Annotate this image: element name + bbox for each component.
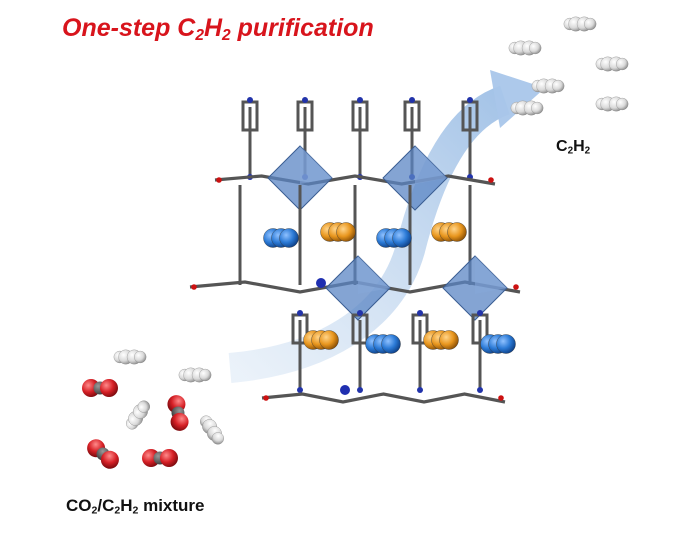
acetylene-molecule bbox=[510, 100, 544, 116]
ligand-column bbox=[411, 310, 429, 393]
adsorbed-molecule bbox=[320, 222, 356, 242]
nitrogen-atom bbox=[316, 278, 326, 288]
acetylene-molecule bbox=[178, 367, 212, 383]
acetylene-molecule bbox=[126, 400, 150, 430]
co2-molecule bbox=[142, 449, 178, 467]
adsorbed-molecule bbox=[263, 228, 299, 248]
ligand-column bbox=[351, 97, 369, 180]
metal-polyhedron bbox=[267, 145, 333, 211]
co2-molecule bbox=[167, 395, 189, 431]
mixture-label: CO2/C2H2 mixture bbox=[66, 496, 205, 517]
acetylene-molecule bbox=[200, 415, 224, 445]
linker-chain bbox=[261, 392, 506, 404]
acetylene-molecule bbox=[563, 16, 597, 32]
gas-mixture-molecules bbox=[82, 349, 224, 469]
adsorbed-molecule bbox=[431, 222, 467, 242]
metal-polyhedron bbox=[325, 255, 391, 321]
scheme-title: One-step C2H2 purification bbox=[62, 14, 374, 44]
metal-polyhedron bbox=[442, 255, 508, 321]
adsorbed-molecule bbox=[423, 330, 459, 350]
ligand-column bbox=[291, 310, 309, 393]
acetylene-label: C2H2 bbox=[556, 138, 591, 157]
purified-acetylene-molecules bbox=[508, 16, 629, 116]
linker-chain bbox=[214, 174, 496, 186]
ligand-column bbox=[241, 97, 259, 180]
adsorbed-molecule bbox=[303, 330, 339, 350]
acetylene-molecule bbox=[595, 56, 629, 72]
mof-framework bbox=[189, 97, 521, 404]
flow-arrow bbox=[228, 70, 545, 383]
adsorbed-molecule bbox=[376, 228, 412, 248]
adsorbed-molecule bbox=[480, 334, 516, 354]
co2-molecule bbox=[87, 439, 119, 469]
metal-polyhedron bbox=[382, 145, 448, 211]
acetylene-molecule bbox=[508, 40, 542, 56]
acetylene-molecule bbox=[531, 78, 565, 94]
acetylene-molecule bbox=[595, 96, 629, 112]
adsorbed-molecules bbox=[263, 222, 516, 354]
ligand-column bbox=[471, 310, 489, 393]
adsorbed-molecule bbox=[365, 334, 401, 354]
ligand-column bbox=[351, 310, 369, 393]
nitrogen-atom bbox=[340, 385, 350, 395]
co2-molecule bbox=[82, 379, 118, 397]
acetylene-molecule bbox=[113, 349, 147, 365]
